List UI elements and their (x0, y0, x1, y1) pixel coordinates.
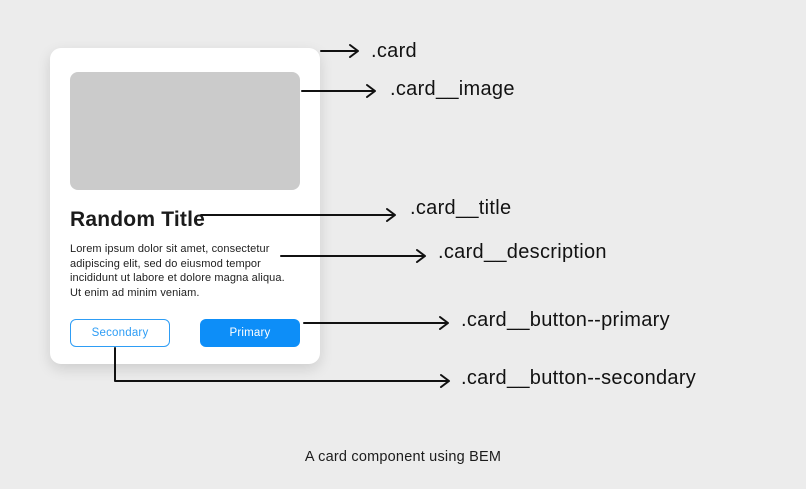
label-card-title: .card__title (410, 197, 512, 219)
label-card-description: .card__description (438, 241, 607, 263)
label-card-button-secondary: .card__button--secondary (461, 367, 697, 389)
card-description: Lorem ipsum dolor sit amet, consectetur … (70, 243, 285, 299)
arrow-card-button-primary (303, 316, 449, 330)
primary-button[interactable]: Primary (200, 319, 300, 347)
label-card-image: .card__image (390, 78, 515, 100)
card: Random Title Lorem ipsum dolor sit amet,… (50, 48, 320, 364)
label-card-button-primary: .card__button--primary (461, 309, 670, 331)
card-title: Random Title (70, 208, 206, 231)
card-image-placeholder (70, 72, 300, 190)
diagram-caption: A card component using BEM (304, 449, 502, 465)
card-button-row: Secondary Primary (70, 319, 300, 347)
label-card: .card (371, 40, 417, 62)
arrow-card (320, 44, 359, 58)
secondary-button[interactable]: Secondary (70, 319, 170, 347)
